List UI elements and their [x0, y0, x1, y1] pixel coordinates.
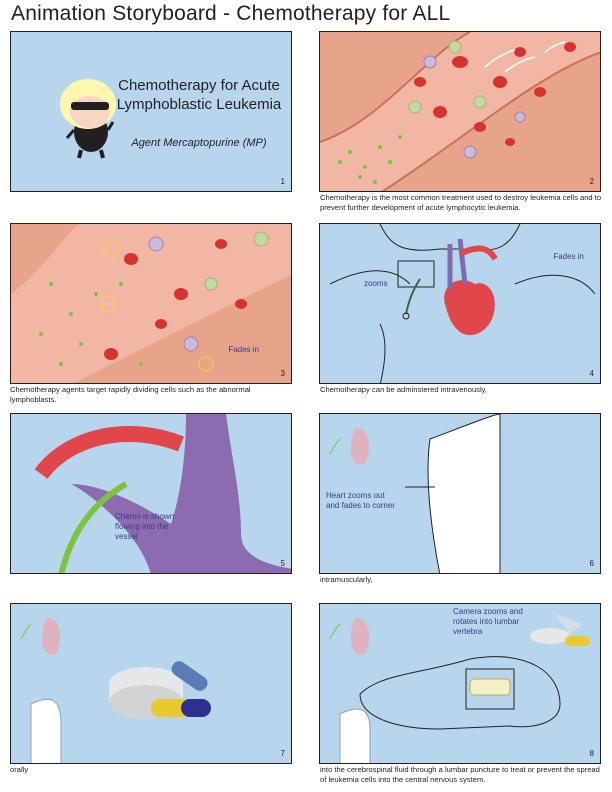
- panel-3-caption: Chemotherapy agents target rapidly divid…: [10, 385, 251, 404]
- storyboard-panel-5: Chemo is shown flowing into the vessel 5: [10, 413, 292, 574]
- page-title: Animation Storyboard - Chemotherapy for …: [11, 2, 451, 25]
- panel-number: 4: [589, 369, 594, 378]
- lumbar-puncture-illustration: [329, 612, 590, 763]
- storyboard-panel-4: zooms Fades in 4: [319, 223, 601, 384]
- arm-illustration: [329, 414, 501, 573]
- panel-1-subtitle: Agent Mercaptopurine (MP): [131, 137, 267, 149]
- panel-number: 1: [280, 177, 285, 186]
- blood-vessel-illustration: [320, 32, 600, 191]
- panel-1-title: Chemotherapy for Acute Lymphoblastic Leu…: [116, 77, 282, 113]
- panel-5-note: Chemo is shown flowing into the vessel: [115, 512, 175, 541]
- panel-8-note: Camera zooms and rotates into lumbar ver…: [453, 607, 523, 636]
- storyboard-panel-7: 7: [10, 603, 292, 764]
- panel-2-caption: Chemotherapy is the most common treatmen…: [320, 193, 602, 212]
- panel-3-note: Fades in: [228, 345, 259, 354]
- torso-heart-illustration: [329, 224, 596, 383]
- panel-6-note: Heart zooms out and fades to corner: [326, 491, 395, 510]
- vessel-injection-illustration: [34, 414, 291, 573]
- panel-4-note-zooms: zooms: [364, 279, 388, 288]
- panel-number: 8: [589, 749, 594, 758]
- storyboard-panel-6: Heart zooms out and fades to corner 6: [319, 413, 601, 574]
- storyboard-panel-2: 2: [319, 31, 601, 192]
- storyboard-panel-8: Camera zooms and rotates into lumbar ver…: [319, 603, 601, 764]
- panel-number: 7: [280, 749, 285, 758]
- panel-number: 6: [589, 559, 594, 568]
- panel-number: 2: [589, 177, 594, 186]
- character-illustration: [60, 79, 116, 159]
- panel-8-caption: into the cerebrospinal fluid through a l…: [320, 765, 600, 784]
- panel-4-caption: Chemotherapy can be adminstered intraven…: [320, 385, 488, 394]
- storyboard-panel-1: Chemotherapy for Acute Lymphoblastic Leu…: [10, 31, 292, 192]
- panel-number: 3: [280, 369, 285, 378]
- panel-number: 5: [280, 559, 285, 568]
- panel-7-caption: orally: [10, 765, 29, 774]
- panel-6-caption: intramuscularly,: [320, 575, 373, 584]
- storyboard-panel-3: Fades in 3: [10, 223, 292, 384]
- pills-illustration: [20, 618, 211, 763]
- panel-4-note: Fades in: [553, 252, 584, 261]
- chemo-attack-illustration: [11, 224, 291, 383]
